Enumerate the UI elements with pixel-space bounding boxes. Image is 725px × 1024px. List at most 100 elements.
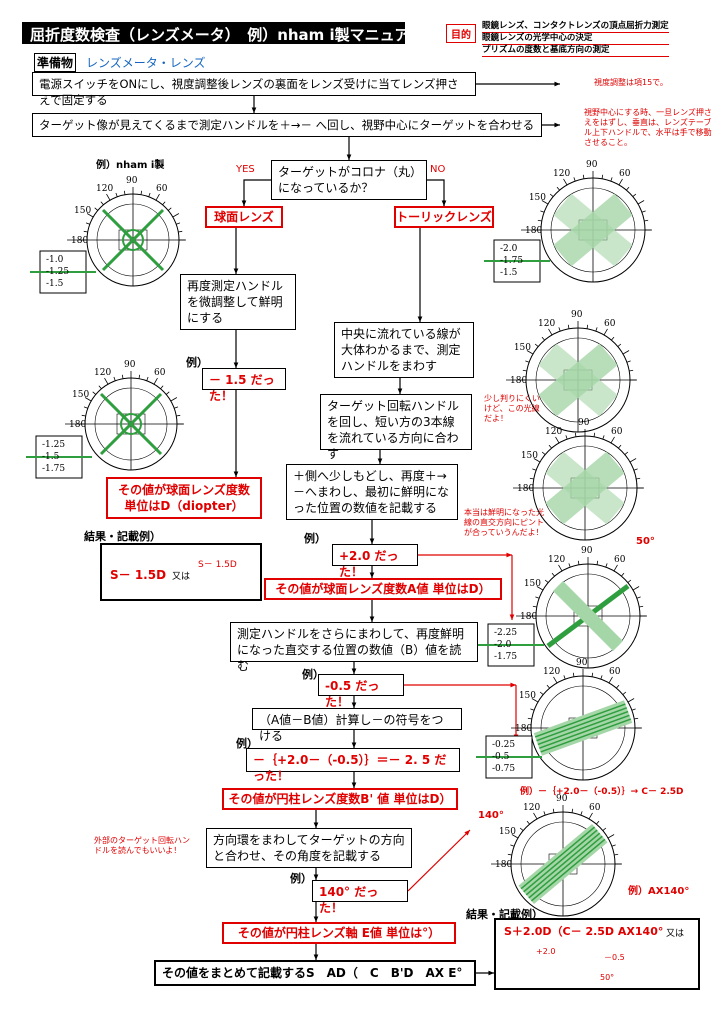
dial-tick [115,192,118,197]
dial-tick [591,672,594,677]
dial-tick [153,377,158,385]
dial-tick [558,564,563,572]
dial-tick-label: 90 [586,160,598,170]
toric-step-6: 方向環をまわしてターゲットの方向と合わせ、その角度を記載する [206,828,412,868]
prep-value: レンズメータ・レンズ [86,56,206,70]
arrow-head [417,316,423,322]
target-line [534,703,626,738]
toric-example-a: +2.0 だった！ [332,544,418,579]
dial-center-box [573,605,603,627]
dial-tick [618,178,623,186]
dial-tick [629,458,637,463]
dial-tick [613,564,618,572]
arrow-head [351,668,357,674]
scale-value: -1.5 [42,452,60,462]
flow-arrow [407,829,471,892]
dial-tick-label: 180 [495,860,512,870]
arrow-head [251,107,257,113]
toric-step-1: 中央に流れている線が大体わかるまで、測定ハンドルをまわす [334,322,474,378]
arrow-head [488,970,494,976]
dial-tick-label: 120 [548,555,565,565]
dial-tick [603,328,608,336]
arrow-head [351,782,357,788]
dial-tick [595,327,598,332]
dial-tick [104,377,109,385]
dial-tick [526,350,534,355]
dial-tick [98,385,102,390]
dial-tick [162,201,166,206]
dial-tick [601,174,604,179]
purpose-item: プリズムの度数と基底方向の測定 [482,45,669,57]
dial-tick [571,808,574,813]
dial-tick-label: 180 [69,420,86,430]
scale-value: -0.5 [492,752,510,762]
target-line [99,392,163,456]
arrow-head [397,388,403,394]
dial-tick-label: 60 [604,319,616,329]
result1-or: 又は [172,572,191,582]
arrow-head [369,572,375,578]
arrow-head [510,682,516,688]
arrow-head [241,200,247,206]
dial-tick [548,444,552,449]
arrow-head [233,268,239,274]
dial-tick-label: 90 [581,546,593,556]
result2-or: 又は [666,929,685,939]
dial-tick [86,213,94,218]
dial-tick [626,186,630,191]
dial-tick [558,327,561,332]
result2-50: 50° [600,973,615,982]
dial-tick [176,222,181,225]
dial-tick [121,374,124,379]
dial-tick [507,853,512,856]
dial-tick [563,675,566,680]
dial-tick [548,328,553,336]
target-corona [120,413,142,435]
dial-tick [85,222,90,225]
deg140-label: 140° [478,810,504,821]
page-title: 屈折度数検査（レンズメータ） 例）nham i製マニュアル [30,26,425,44]
dial-tick-label: 150 [514,343,531,353]
purpose-item: 眼鏡レンズ、コンタクトレンズの頂点屈折力測定 [482,21,669,33]
dial-tick [605,563,608,568]
arrow-head [554,122,560,128]
target-line [525,832,601,896]
note-center: 視野中心にする時、一旦レンズ押さえをはずし、垂直は、レンズテーブル上下ハンドルで… [584,108,712,147]
dial-tick [596,560,599,565]
dial-tick-label: 180 [525,226,542,236]
scale-value: -2.0 [500,244,518,254]
toric-step-2: ターゲット回転ハンドルを回し、短い方の3本線を流れている方向に合わす [320,394,472,461]
dial-tick [510,844,515,847]
dial-tick [611,336,615,341]
dial-tick [610,436,615,444]
arrow-head [313,874,319,880]
dial-tick-label: 90 [126,176,138,186]
dial-tick [631,708,636,711]
arrow-head [506,552,512,558]
dial-tick [629,369,634,372]
dial-tick-label: 150 [521,451,538,461]
arrow-head [369,538,375,544]
arrow-head [346,154,352,160]
arrow-head [377,458,383,464]
dial-tick-label: 150 [72,390,89,400]
sph-result: その値が球面レンズ度数 単位はD（diopter） [106,477,262,519]
dial-tick [641,210,646,213]
dial-tick [541,336,545,341]
dial-tick [608,676,613,684]
yes-label: YES [236,164,255,175]
dial-tick [536,586,544,591]
note-diopter: 視度調整は項15で。 [594,78,668,87]
scale-readout: -2.0-1.75-1.5 [484,239,550,283]
dial-tick [527,717,532,720]
dial-tick [573,177,576,182]
result-a-box: その値が球面レンズ度数A値 単位はD） [264,578,502,600]
scale-readout: -2.25-2.0-1.75 [478,623,544,667]
dial-tick-label: 120 [545,427,562,437]
result2-text: S＋2.0D（C－ 2.5D AX140° [504,925,664,938]
arrow-head [313,954,319,960]
dial-tick [622,691,627,695]
dial-tick [626,360,631,363]
flow-line [427,179,445,206]
